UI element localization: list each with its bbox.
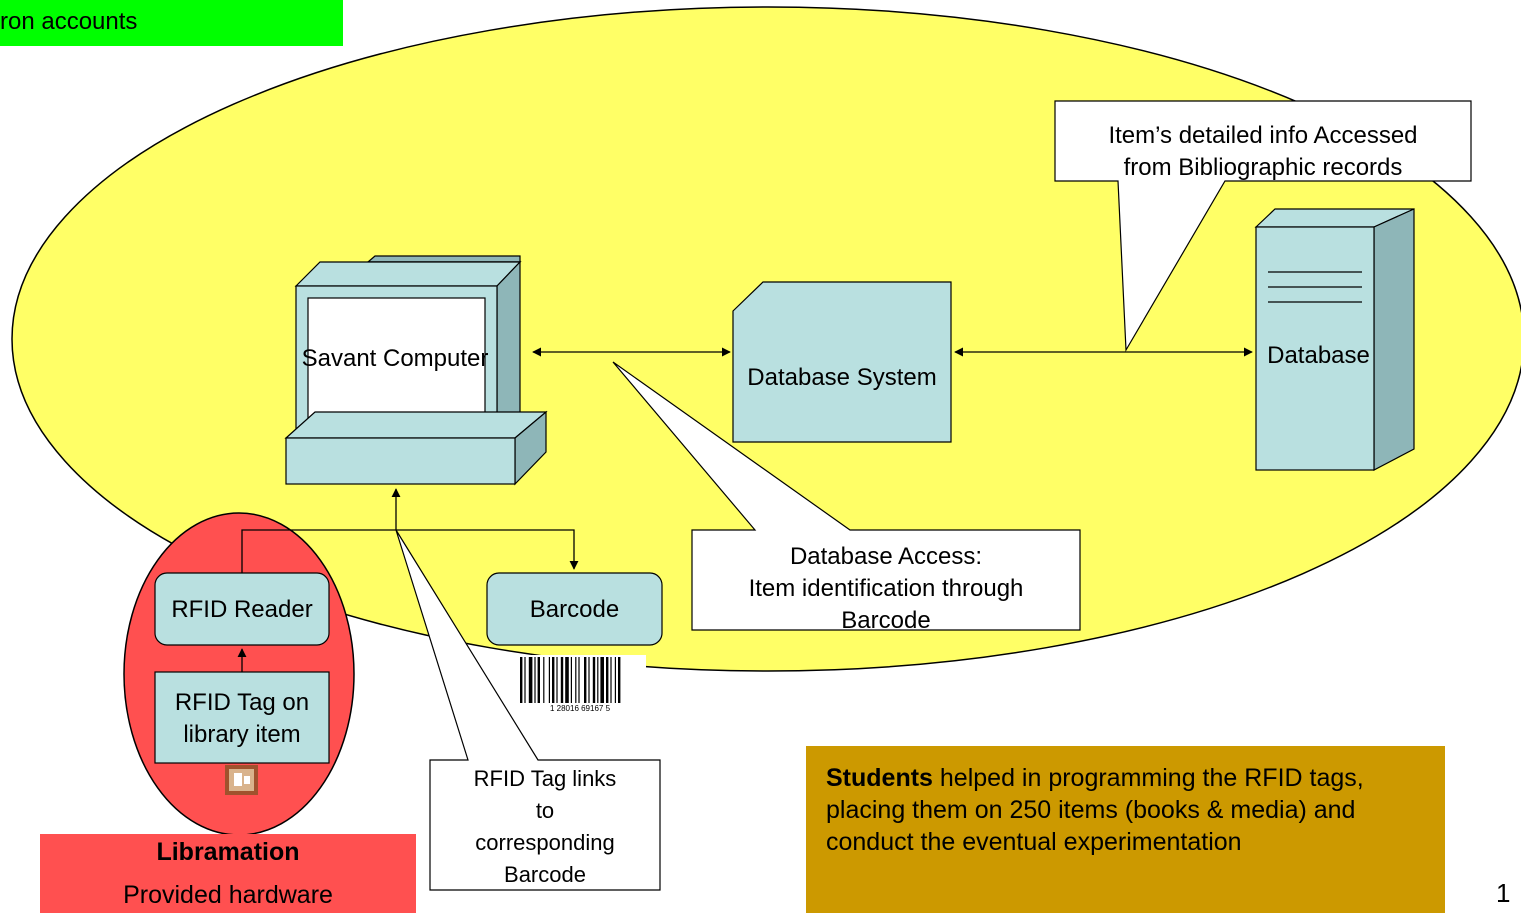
- database-access-line1: Database Access:: [789, 543, 983, 570]
- rfid-links-line2: to: [535, 798, 555, 823]
- barcode-image: [516, 655, 646, 711]
- rfid-reader-label: RFID Reader: [171, 596, 313, 623]
- students-note-rest: helped in programming the RFID tags, pla…: [826, 764, 1364, 856]
- rfid-tag-line1: RFID Tag on: [174, 689, 310, 716]
- libramation-subtitle: Provided hardware: [123, 881, 333, 909]
- rfid-links-line3: corresponding: [475, 830, 615, 855]
- page-number: 1: [1496, 878, 1511, 908]
- rfid-tag-box: [154, 671, 330, 764]
- database-access-callout-shape: [612, 361, 1081, 631]
- item-info-callout-line2: from Bibliographic records: [1123, 154, 1403, 181]
- barcode-digits: 1 28016 69167 5: [550, 704, 611, 713]
- students-note-box: Students helped in programming the RFID …: [806, 746, 1445, 913]
- rfid-links-callout-shape: [395, 529, 661, 891]
- libramation-box: Libramation Provided hardware: [40, 834, 416, 913]
- libramation-title: Libramation: [156, 838, 300, 866]
- reader-barcode-connector: [241, 529, 579, 573]
- database-label: Database: [1267, 342, 1370, 369]
- students-note-bold: Students: [826, 764, 933, 792]
- rfid-links-line4: Barcode: [504, 862, 586, 887]
- database-system-label: Database System: [747, 364, 937, 391]
- barcode-label: Barcode: [529, 596, 620, 623]
- rfid-links-line1: RFID Tag links: [473, 766, 617, 791]
- database-access-line2: Item identification through: [748, 575, 1024, 602]
- item-info-callout-line1: Item’s detailed info Accessed: [1108, 122, 1418, 149]
- database-server-icon: [1254, 208, 1415, 471]
- rfid-chip-icon: [225, 765, 258, 795]
- barcode-box: [486, 572, 663, 646]
- database-system-shape: [732, 281, 952, 443]
- students-note-text: Students helped in programming the RFID …: [826, 762, 1426, 858]
- item-info-callout-shape: [1054, 100, 1472, 353]
- header-label: ron accounts: [0, 8, 138, 35]
- rfid-tag-line2: library item: [183, 721, 301, 748]
- computer-icon: [284, 255, 548, 486]
- savant-computer-label: Savant Computer: [301, 345, 489, 372]
- header-label-box: ron accounts: [0, 0, 343, 46]
- database-access-line3: Barcode: [841, 607, 931, 634]
